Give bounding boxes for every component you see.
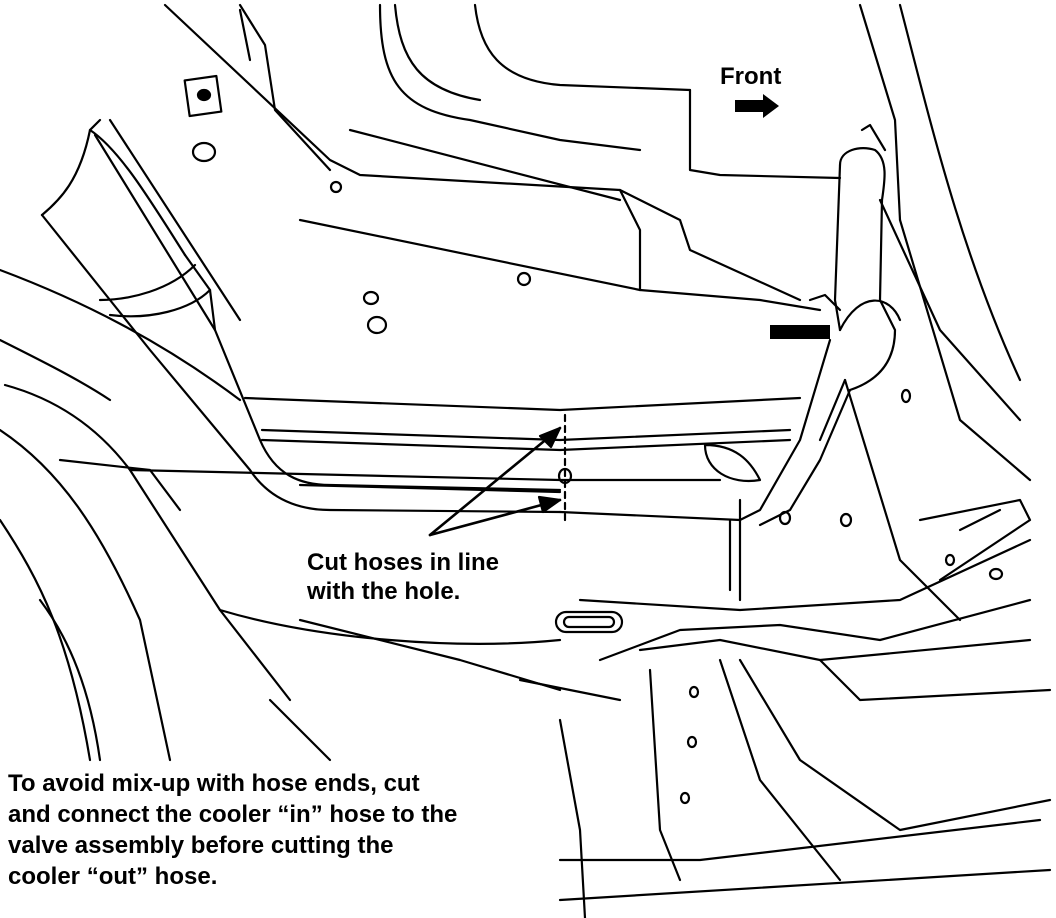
mixup-note: To avoid mix-up with hose ends, cut and … <box>8 768 457 892</box>
cut-arrow-head-lower <box>537 495 562 514</box>
body-panel-lines <box>0 3 1052 918</box>
cooler-hose-left <box>40 118 562 514</box>
note-line-3: valve assembly before cutting the <box>8 832 394 859</box>
cut-hoses-line-2: with the hole. <box>307 578 461 605</box>
front-label: Front <box>720 63 782 90</box>
cooler-hose-right <box>703 123 902 527</box>
hose-runs <box>243 396 802 522</box>
cut-hoses-line-1: Cut hoses in line <box>307 549 500 576</box>
note-line-1: To avoid mix-up with hose ends, cut <box>8 770 420 797</box>
note-line-2: and connect the cooler “in” hose to the <box>8 801 458 828</box>
cut-arrows <box>428 426 562 537</box>
note-line-4: cooler “out” hose. <box>8 863 218 890</box>
mounting-holes <box>183 74 1004 805</box>
front-arrow-icon <box>735 94 779 118</box>
cut-arrow-head-upper <box>538 426 562 449</box>
cut-hoses-callout: Cut hoses in line with the hole. <box>307 548 499 606</box>
